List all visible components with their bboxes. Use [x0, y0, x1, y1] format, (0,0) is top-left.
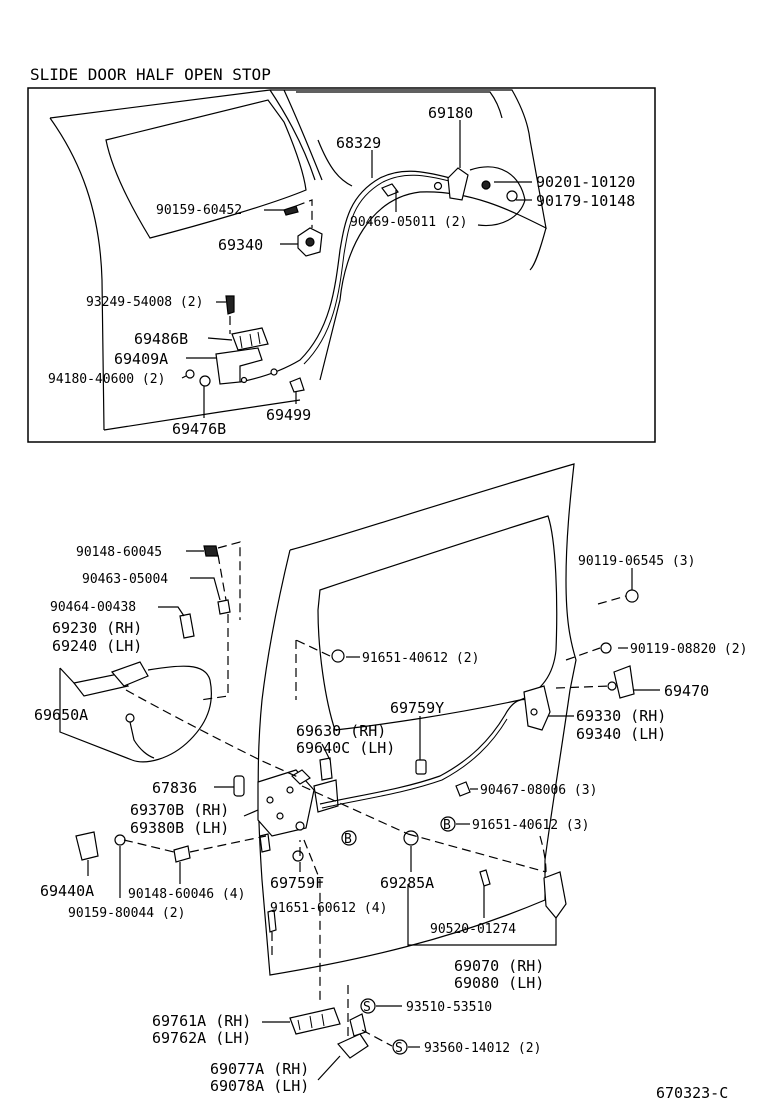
bracket-69077A: [337, 1013, 369, 1059]
label-69759F: 69759F: [270, 874, 324, 892]
label-69330-rh: 69330 (RH): [576, 707, 666, 725]
lock-control-69630: [313, 757, 339, 813]
stopper-69440A: [75, 831, 126, 861]
s-symbols: S S: [360, 998, 408, 1056]
label-90148-60046: 90148-60046 (4): [128, 887, 245, 902]
nut-94180: [185, 369, 211, 387]
s-symbol-2: S: [395, 1041, 403, 1056]
label-91651-60612: 91651-60612 (4): [270, 901, 387, 916]
label-90148-60045: 90148-60045: [76, 545, 162, 560]
half-open-stop-frame: [27, 87, 656, 443]
label-94180-40600: 94180-40600 (2): [48, 372, 165, 387]
label-69759Y: 69759Y: [390, 699, 444, 717]
label-91651-40612-2: 91651-40612 (2): [362, 651, 479, 666]
label-90201-10120: 90201-10120: [536, 173, 635, 191]
bracket-69409A: [215, 347, 263, 385]
label-93249-54008: 93249-54008 (2): [86, 295, 203, 310]
remote-cable: [319, 698, 529, 805]
hole-plugs: B B: [259, 649, 456, 862]
handle-69486B: [231, 327, 269, 351]
label-90179-10148: 90179-10148: [536, 192, 635, 210]
clip-90469: [381, 183, 399, 197]
label-93510-53510: 93510-53510: [406, 1000, 492, 1015]
bracket-69340-top: [297, 227, 323, 257]
label-69476B: 69476B: [172, 420, 226, 438]
label-69230-rh: 69230 (RH): [52, 619, 142, 637]
label-69078A-lh: 69078A (LH): [210, 1077, 309, 1095]
label-69650A: 69650A: [34, 706, 88, 724]
b-symbol-1: B: [344, 832, 352, 847]
bottom-dashed-lines: [123, 541, 627, 1047]
label-69340-lh: 69340 (LH): [576, 725, 666, 743]
bottom-leader-lines: [59, 550, 660, 1081]
clip-69759Y: [415, 759, 427, 775]
label-69070-rh: 69070 (RH): [454, 957, 544, 975]
b-symbol-2: B: [443, 818, 451, 833]
label-90467-08006: 90467-08006 (3): [480, 783, 597, 798]
label-90469-05011: 90469-05011 (2): [350, 215, 467, 230]
rear-lock-69330: [523, 685, 551, 731]
clip-90463: [217, 599, 231, 615]
label-90159-80044: 90159-80044 (2): [68, 906, 185, 921]
label-69640C-lh: 69640C (LH): [296, 739, 395, 757]
label-69240-lh: 69240 (LH): [52, 637, 142, 655]
label-69499: 69499: [266, 406, 311, 424]
label-69285A: 69285A: [380, 874, 434, 892]
label-69440A: 69440A: [40, 882, 94, 900]
slide-door-panel: [257, 463, 577, 976]
label-90464-00438: 90464-00438: [50, 600, 136, 615]
label-67836: 67836: [152, 779, 197, 797]
label-69340-top: 69340: [218, 236, 263, 254]
s-symbol-1: S: [363, 1000, 371, 1015]
label-90159-60452: 90159-60452: [156, 203, 242, 218]
label-90463-05004: 90463-05004: [82, 572, 168, 587]
figure-code: 670323-C: [656, 1084, 728, 1102]
label-69077A-rh: 69077A (RH): [210, 1060, 309, 1078]
label-90520-01274: 90520-01274: [430, 922, 516, 937]
label-90119-06545: 90119-06545 (3): [578, 554, 695, 569]
label-69180: 69180: [428, 104, 473, 122]
label-69762A-lh: 69762A (LH): [152, 1029, 251, 1047]
label-91651-40612-3: 91651-40612 (3): [472, 818, 589, 833]
label-93560-14012: 93560-14012 (2): [424, 1041, 541, 1056]
bolt-93249: [225, 295, 235, 315]
lock-assembly-69370B: [257, 769, 315, 837]
outer-handle-69650A: [72, 661, 212, 763]
top-leader-lines: [181, 120, 532, 418]
label-90119-08820: 90119-08820 (2): [630, 642, 747, 657]
screw-90148-60045: [203, 545, 219, 557]
label-69370B-rh: 69370B (RH): [130, 801, 229, 819]
label-69630-rh: 69630 (RH): [296, 722, 386, 740]
screw-90159: [283, 205, 299, 216]
label-69470: 69470: [664, 682, 709, 700]
cable-68329: [239, 170, 451, 383]
bracket-69761A: [289, 1007, 341, 1035]
diagram-title: SLIDE DOOR HALF OPEN STOP: [30, 65, 271, 84]
quarter-panel-drawing: [49, 89, 547, 431]
label-69409A: 69409A: [114, 350, 168, 368]
label-69380B-lh: 69380B (LH): [130, 819, 229, 837]
label-69486B: 69486B: [134, 330, 188, 348]
clip-90464: [179, 613, 195, 639]
stop-assembly-69180: [433, 167, 518, 202]
label-68329: 68329: [336, 134, 381, 152]
label-69080-lh: 69080 (LH): [454, 974, 544, 992]
clip-69499: [240, 368, 305, 393]
roller-69070: [479, 869, 567, 919]
pad-67836: [233, 775, 245, 797]
clip-91651-60612: [267, 909, 277, 933]
hinge-69470: [607, 665, 635, 699]
clip-90467: [455, 781, 471, 797]
label-69761A-rh: 69761A (RH): [152, 1012, 251, 1030]
screw-90148-60046: [173, 845, 191, 863]
